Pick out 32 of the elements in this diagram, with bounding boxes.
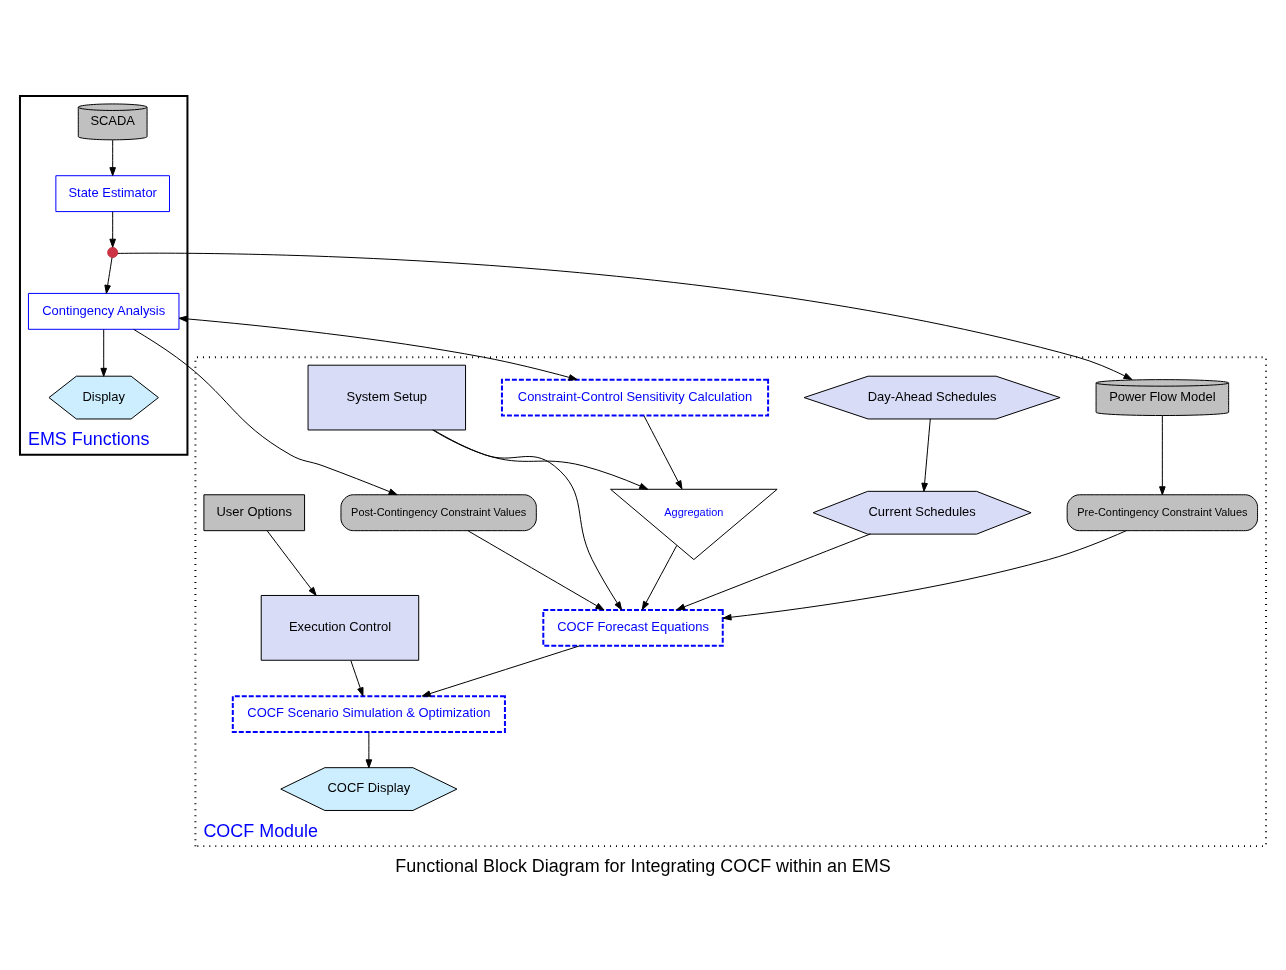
caption: Functional Block Diagram for Integrating COCF within an EMS: [395, 856, 891, 877]
node-box: State Estimator: [55, 175, 170, 213]
node-box: Pre-Contingency Constraint Values: [1066, 494, 1259, 532]
arrow: [100, 328, 107, 377]
arrow: [643, 415, 683, 490]
node-box: User Options: [203, 494, 306, 532]
arrow: [365, 731, 373, 769]
arrow: [266, 530, 317, 596]
arrow: [178, 315, 578, 381]
arrow: [676, 533, 871, 611]
arrow: [432, 429, 649, 490]
node-box: Contingency Analysis: [27, 292, 180, 330]
node-box: System Setup: [307, 364, 467, 431]
node-box: Post-Contingency Constraint Values: [340, 494, 537, 532]
arrow: [117, 252, 1133, 380]
node-circle: [107, 247, 119, 259]
arrow: [350, 660, 364, 697]
node-box: Constraint-Control Sensitivity Calculation: [500, 378, 770, 417]
arrow: [421, 645, 581, 697]
arrow: [641, 545, 678, 611]
arrow: [109, 139, 116, 177]
arrow: [109, 211, 116, 248]
arrow: [722, 530, 1127, 621]
arrow: [1159, 415, 1166, 496]
node-box: Execution Control: [260, 594, 420, 661]
arrow: [104, 257, 113, 294]
node-box: COCF Forecast Equations: [542, 608, 724, 647]
arrow: [433, 429, 623, 611]
arrow: [921, 418, 931, 492]
arrow: [467, 530, 605, 611]
node-box: COCF Scenario Simulation & Optimization: [231, 695, 506, 734]
arrow: [133, 328, 398, 496]
